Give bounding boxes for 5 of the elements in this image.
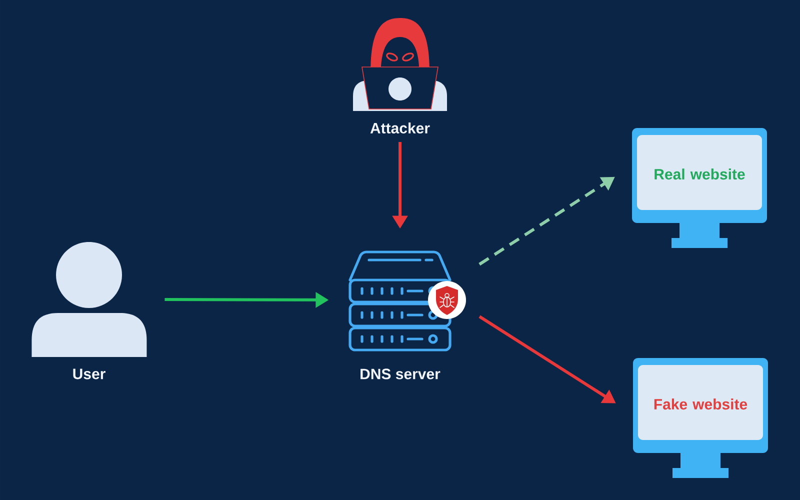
node-label: DNS server — [360, 368, 440, 380]
node-label: Attacker — [370, 122, 430, 134]
monitor: Real website — [632, 128, 767, 223]
node-label: User — [73, 368, 106, 380]
monitor: Fake website — [633, 358, 768, 453]
